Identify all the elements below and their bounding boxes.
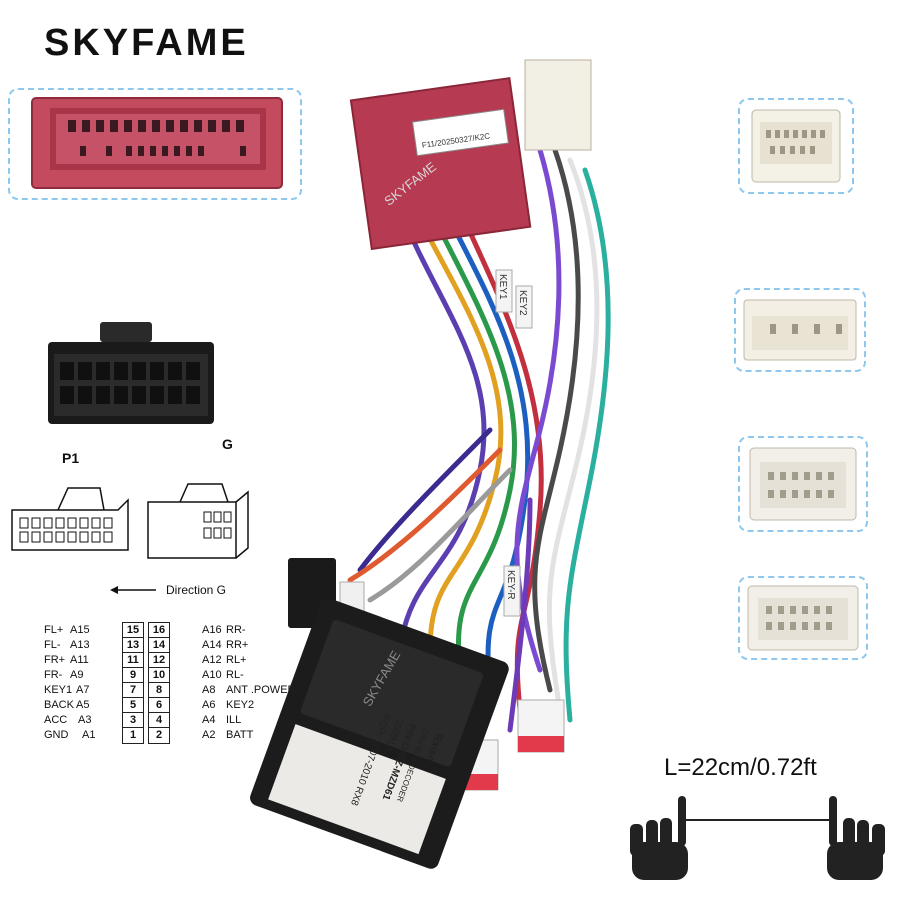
direction-label: Direction G	[166, 583, 227, 597]
red-connector-face	[31, 97, 283, 189]
pinout-table: FL+ A15 15 16 A16 RR- FL- A13 13 14 A14 …	[40, 622, 295, 762]
pin-name: ACC	[44, 714, 68, 726]
direction-arrow-icon	[110, 586, 156, 594]
pin-name: KEY1	[44, 684, 73, 696]
pin-code: A8	[202, 684, 216, 696]
white-connector-panel-1	[738, 98, 854, 194]
length-indicator	[630, 796, 885, 880]
white-connector-panel-2	[734, 288, 866, 372]
pin-code: A3	[78, 714, 92, 726]
pin-name: BACK	[44, 699, 74, 711]
connector-line-drawings	[11, 483, 249, 559]
pin-code: A1	[82, 729, 96, 741]
white-connector-4	[747, 585, 859, 651]
red-connector-panel	[8, 88, 302, 200]
pin-code: A13	[70, 639, 90, 651]
pin-name: FR+	[44, 654, 66, 666]
pin-cell: 14	[148, 637, 170, 654]
pin-code: A14	[202, 639, 222, 651]
pin-name: RR+	[226, 639, 249, 651]
pinout-row: KEY1 A7 7 8 A8 ANT .POWER	[40, 682, 295, 699]
pin-code: A15	[70, 624, 90, 636]
pin-code: A6	[202, 699, 216, 711]
pin-name: FL-	[44, 639, 61, 651]
pin-cell: 10	[148, 667, 170, 684]
wire-tag-key-r: KEY-R	[505, 570, 516, 600]
pin-code: A2	[202, 729, 216, 741]
white-connector-3	[749, 447, 857, 521]
brand-logo: SKYFAME	[44, 22, 249, 64]
cable-length-label: L=22cm/0.72ft	[664, 754, 817, 781]
pin-code: A11	[70, 654, 89, 666]
pin-code: A4	[202, 714, 216, 726]
wire-tag-key1: KEY1	[497, 274, 508, 300]
pin-name: RL-	[226, 669, 244, 681]
pinout-row: FL+ A15 15 16 A16 RR-	[40, 622, 280, 639]
white-connector-1	[751, 109, 841, 183]
pin-name: ILL	[226, 714, 242, 726]
pin-code: A7	[76, 684, 90, 696]
pin-name: GND	[44, 729, 69, 741]
pin-name: RL+	[226, 654, 247, 666]
pin-cell: 15	[122, 622, 144, 639]
pinout-row: FR- A9 9 10 A10 RL-	[40, 667, 280, 684]
p1-label: P1	[62, 450, 80, 466]
pinout-row: ACC A3 3 4 A4 ILL	[40, 712, 280, 729]
pin-name: KEY2	[226, 699, 255, 711]
pin-name: FL+	[44, 624, 64, 636]
white-connector-panel-3	[738, 436, 868, 532]
pin-code: A12	[202, 654, 222, 666]
pin-name: ANT .POWER	[226, 684, 296, 696]
pin-name: FR-	[44, 669, 63, 681]
wiring-harness: F11/20250327/K2C SKYFAME KEY1 KEY2 KEY-R…	[250, 59, 611, 869]
pinout-row: GND A1 1 2 A2 BATT	[40, 727, 280, 744]
right-hand-icon	[827, 796, 885, 880]
pin-code: A10	[202, 669, 222, 681]
wire-tag-key2: KEY2	[517, 290, 528, 316]
pin-code: A9	[70, 669, 84, 681]
pin-code: A5	[76, 699, 90, 711]
pin-cell: 11	[122, 652, 144, 669]
left-hand-icon	[630, 796, 688, 880]
pin-cell: 2	[148, 727, 170, 744]
white-connector-panel-4	[738, 576, 868, 660]
pin-cell: 16	[148, 622, 170, 639]
pin-name: BATT	[226, 729, 254, 741]
pin-cell: 1	[122, 727, 144, 744]
pin-name: RR-	[226, 624, 246, 636]
pin-code: A16	[202, 624, 222, 636]
pinout-row: FL- A13 13 14 A14 RR+	[40, 637, 280, 654]
g-label: G	[222, 436, 233, 452]
black-connector	[48, 322, 214, 424]
white-connector-2	[743, 299, 857, 361]
